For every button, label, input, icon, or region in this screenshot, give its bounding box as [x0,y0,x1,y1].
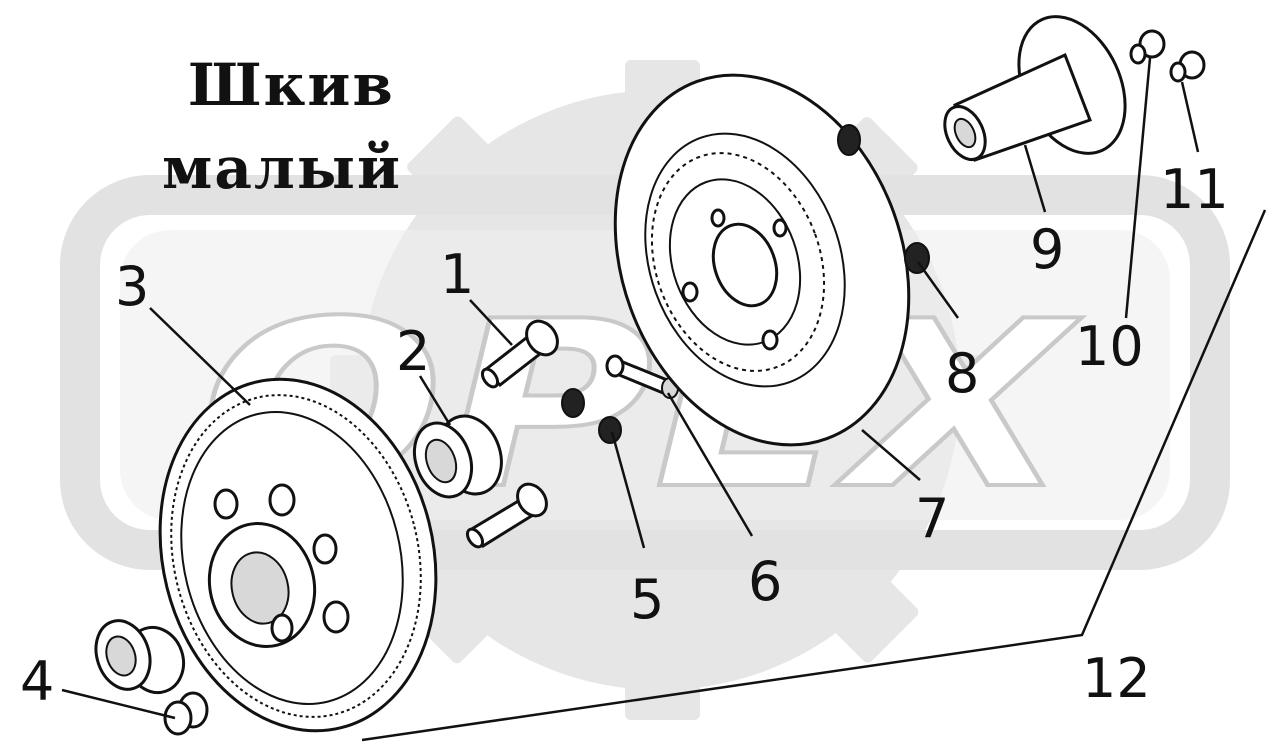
leader-2 [418,375,452,426]
leader-10 [1124,57,1152,319]
callout-10: 10 [1075,315,1144,378]
title-line-2: малый [162,134,402,202]
callout-5: 5 [630,568,664,631]
callout-6: 6 [748,550,782,613]
part-2-bearing [412,414,503,499]
leader-6 [666,392,754,537]
leader-8 [916,261,960,319]
leader-4 [61,688,176,720]
callout-2: 2 [396,320,430,383]
callout-11: 11 [1160,158,1229,221]
callout-1: 1 [440,243,474,306]
leader-3 [149,307,251,406]
part-3-pulley [158,377,438,733]
leader-lines [61,57,1267,742]
title-line-1: Шкив [188,51,395,119]
part-9-shaft [943,15,1127,162]
callout-3: 3 [115,255,149,318]
part-1-bolts [465,319,559,549]
part-4-bushing [94,619,209,736]
leader-5 [610,431,646,549]
leader-12 [361,209,1267,742]
part-10-screw [1129,29,1166,65]
callout-9: 9 [1030,218,1064,281]
leader-11 [1180,81,1200,153]
part-11-screw [1169,50,1206,83]
leader-1 [469,299,513,346]
diagram-title: Шкив малый [162,51,402,202]
callouts: 1 2 3 4 5 6 7 8 9 10 11 12 [20,158,1229,713]
leader-9 [1023,144,1047,213]
callout-8: 8 [945,342,979,405]
callout-7: 7 [915,487,949,550]
leader-7 [861,429,921,481]
part-8-nuts [837,124,930,274]
part-7-disc [613,73,911,447]
callout-4: 4 [20,650,54,713]
part-5-nuts [561,388,622,444]
callout-12: 12 [1082,647,1151,710]
